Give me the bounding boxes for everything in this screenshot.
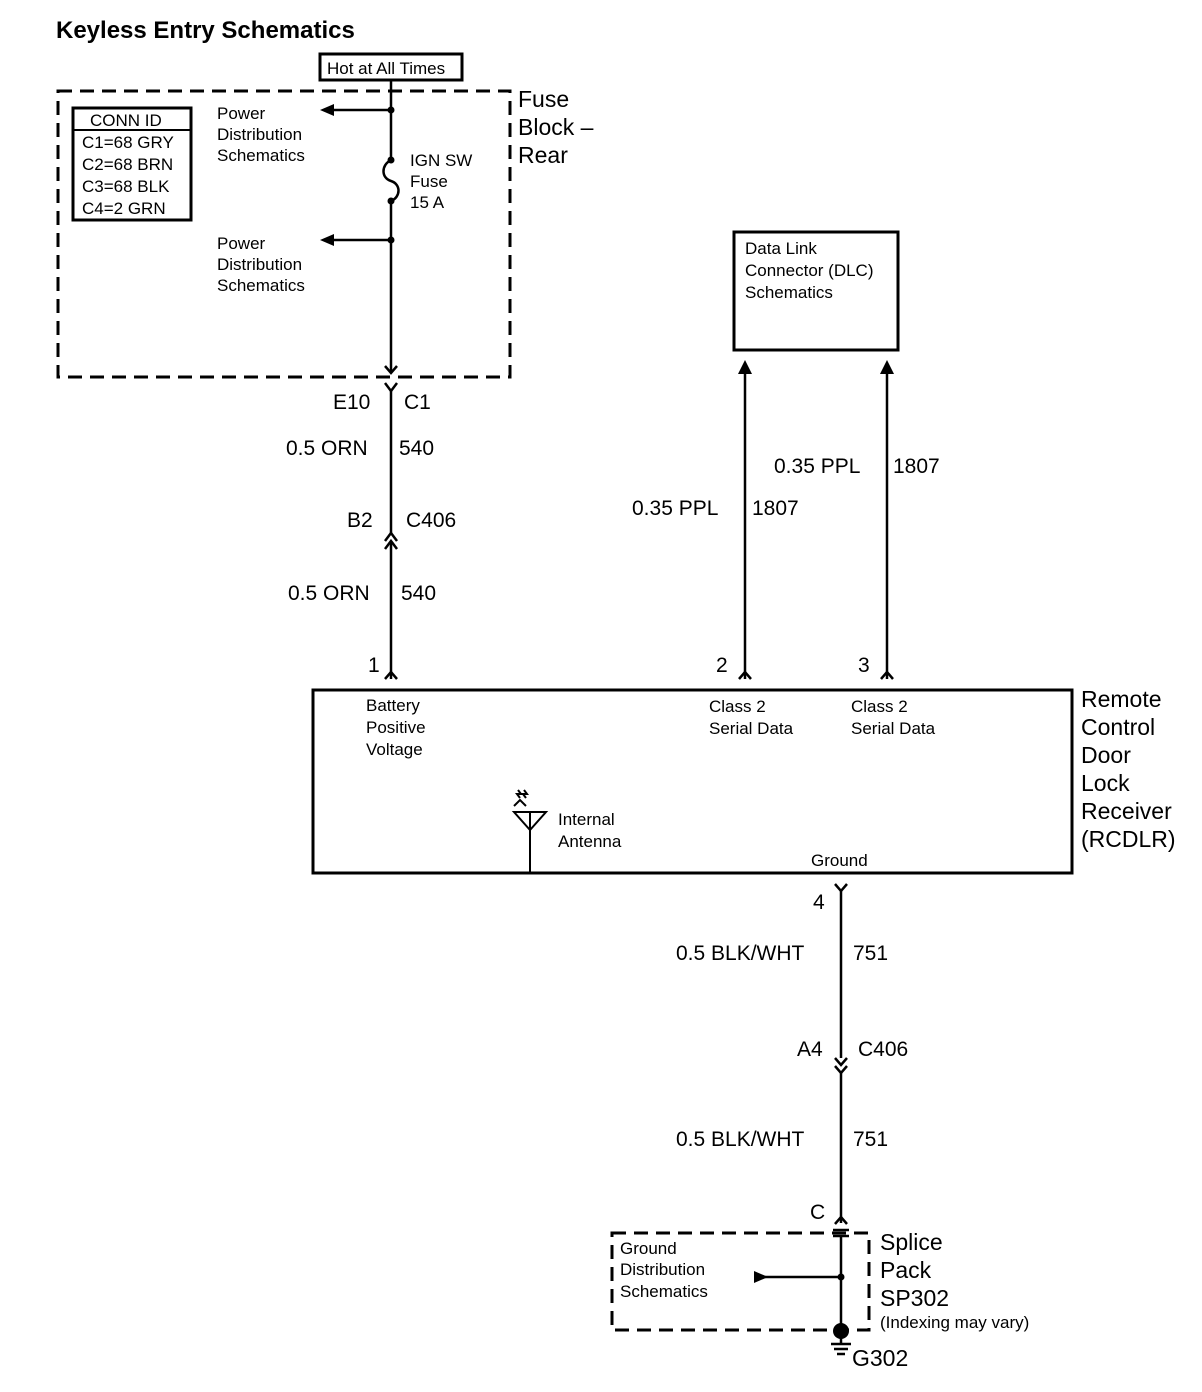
page-title: Keyless Entry Schematics (56, 17, 355, 44)
connector-c1-label: C1 (404, 391, 431, 414)
battery-label: Battery (366, 696, 420, 715)
hot-at-all-times-box: Hot at All Times (318, 52, 464, 82)
hot-at-all-times-label: Hot at All Times (327, 59, 445, 78)
conn-id-row: C3=68 BLK (82, 177, 170, 196)
rcdlr-name-line: Control (1081, 714, 1155, 740)
power-dist-top-label: Power (217, 104, 266, 123)
rcdlr-name-line: Lock (1081, 770, 1130, 796)
connector-e10-c1: E10 C1 (333, 382, 431, 533)
fuse-block-name-line: Rear (518, 142, 568, 168)
connector-c406-label: C406 (858, 1038, 908, 1061)
conn-id-table: CONN ID C1=68 GRY C2=68 BRN C3=68 BLK C4… (71, 106, 193, 222)
dlc-label: Data Link (745, 239, 817, 258)
antenna-label: Antenna (558, 832, 622, 851)
arrow-right-icon (754, 1271, 768, 1283)
connector-a4-c406: A4 C406 (797, 1038, 908, 1075)
pin-1-label: 1 (368, 654, 380, 677)
connector-b2-label: B2 (347, 509, 373, 532)
circuit-number-label: 540 (401, 582, 436, 605)
dlc-label: Schematics (745, 283, 833, 302)
power-dist-bottom-label: Schematics (217, 276, 305, 295)
power-dist-top-label: Schematics (217, 146, 305, 165)
rcdlr-name-line: Remote (1081, 686, 1162, 712)
wire-color-label: 0.35 PPL (632, 497, 718, 520)
pin-3-label: 3 (858, 654, 870, 677)
rcdlr-name-line: Door (1081, 742, 1131, 768)
dlc-box: Data Link Connector (DLC) Schematics (732, 230, 900, 352)
fuse-label: 15 A (410, 193, 445, 212)
rcdlr-box: Battery Positive Voltage Class 2 Serial … (311, 686, 1176, 875)
connector-b2-c406: B2 C406 (347, 509, 456, 550)
connector-c406-label: C406 (406, 509, 456, 532)
wire-color-label: 0.5 BLK/WHT (676, 942, 805, 965)
wire-color-label: 0.5 ORN (286, 437, 368, 460)
class2-label: Class 2 (851, 697, 908, 716)
ground-dist-label: Distribution (620, 1260, 705, 1279)
connector-c-label: C (810, 1201, 825, 1224)
connector-a4-label: A4 (797, 1038, 823, 1061)
arrow-up-icon (738, 360, 752, 374)
splice-name-line: SP302 (880, 1285, 949, 1311)
conn-id-row: C2=68 BRN (82, 155, 173, 174)
splice-pack-sp302: Ground Distribution Schematics Splice Pa… (610, 1229, 1029, 1332)
class2-wire-a: 2 (716, 360, 752, 680)
connector-e10-label: E10 (333, 391, 370, 414)
conn-id-header: CONN ID (90, 111, 162, 130)
pin-2-label: 2 (716, 654, 728, 677)
fuse-label: IGN SW (410, 151, 472, 170)
connector-c: C (810, 1201, 849, 1238)
class2-label: Class 2 (709, 697, 766, 716)
ground-icon: G302 (831, 1323, 908, 1371)
conn-id-row: C1=68 GRY (82, 133, 174, 152)
wire-color-label: 0.35 PPL (774, 455, 860, 478)
rcdlr-name-line: Receiver (1081, 798, 1172, 824)
battery-label: Voltage (366, 740, 423, 759)
circuit-number-label: 1807 (752, 497, 799, 520)
ground-dist-label: Ground (620, 1239, 677, 1258)
fuse-label: Fuse (410, 172, 448, 191)
circuit-number-label: 751 (853, 1128, 888, 1151)
rcdlr-name-line: (RCDLR) (1081, 826, 1176, 852)
class2-label: Serial Data (851, 719, 936, 738)
antenna-icon (511, 789, 549, 873)
dlc-label: Connector (DLC) (745, 261, 874, 280)
antenna-label: Internal (558, 810, 615, 829)
fuse-block-name-line: Block – (518, 114, 594, 140)
ground-label: Ground (811, 851, 868, 870)
power-dist-bottom-label: Distribution (217, 255, 302, 274)
pin-4-label: 4 (813, 891, 825, 914)
fuse-block-rear: Fuse Block – Rear CONN ID C1=68 GRY C2=6… (56, 86, 594, 379)
class2-wire-b: 3 (858, 360, 894, 680)
power-dist-top-label: Distribution (217, 125, 302, 144)
arrow-left-icon (320, 234, 334, 246)
fuse-block-name-line: Fuse (518, 86, 569, 112)
battery-label: Positive (366, 718, 426, 737)
wire-color-label: 0.5 BLK/WHT (676, 1128, 805, 1151)
circuit-number-label: 751 (853, 942, 888, 965)
ground-dist-label: Schematics (620, 1282, 708, 1301)
ground-wire: 4 (813, 883, 848, 1058)
conn-id-row: C4=2 GRN (82, 199, 166, 218)
splice-name-line: Pack (880, 1257, 932, 1283)
fuse-feed-wiring (320, 80, 400, 375)
class2-label: Serial Data (709, 719, 794, 738)
arrow-left-icon (320, 104, 334, 116)
ground-id-label: G302 (852, 1345, 908, 1371)
wire-color-label: 0.5 ORN (288, 582, 370, 605)
circuit-number-label: 540 (399, 437, 434, 460)
splice-note: (Indexing may vary) (880, 1313, 1029, 1332)
splice-name-line: Splice (880, 1229, 943, 1255)
power-dist-bottom-label: Power (217, 234, 266, 253)
circuit-number-label: 1807 (893, 455, 940, 478)
arrow-up-icon (880, 360, 894, 374)
